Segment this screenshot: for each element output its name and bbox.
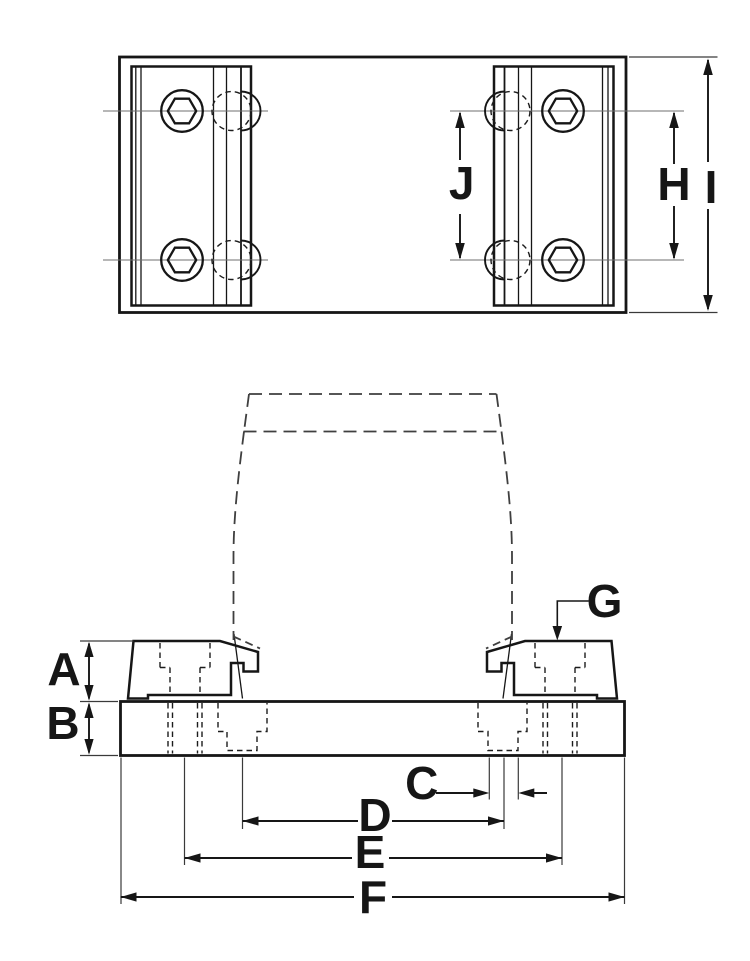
- arrow-left-icon: [518, 788, 535, 798]
- dim-a: A: [47, 640, 134, 757]
- arrow-up-icon: [669, 111, 679, 128]
- left-clamp-jaw: [126, 633, 260, 700]
- dim-f: F: [120, 757, 626, 923]
- visible-hole-arc: [240, 90, 262, 132]
- dim-label-a: A: [47, 643, 80, 695]
- dim-e: E: [183, 757, 563, 878]
- arrow-right-icon: [546, 853, 562, 863]
- extension-lines: [629, 56, 718, 314]
- workpiece-phantom-outline: [232, 393, 513, 650]
- hidden-counterbore-holes: [211, 90, 531, 281]
- visible-hole-arc: [240, 239, 262, 281]
- rail-groove-lines: [135, 66, 228, 306]
- extension-lines: [120, 757, 626, 904]
- leader-g: G: [552, 575, 623, 641]
- dim-label-i: I: [705, 161, 718, 213]
- rail-groove-lines: [517, 66, 609, 306]
- workpiece-chamfer-edges: [233, 635, 513, 650]
- arrow-down-icon: [455, 243, 465, 260]
- arrow-right-icon: [608, 892, 625, 902]
- workpiece-left-edge: [232, 431, 245, 640]
- dim-label-d: D: [358, 789, 391, 841]
- dim-label-f: F: [359, 871, 387, 923]
- counterbore-pocket-hidden: [217, 703, 268, 752]
- top-view: J H I: [103, 55, 718, 314]
- arrow-down-icon: [84, 739, 94, 755]
- left-mounting-rail: [130, 65, 253, 307]
- dim-c: C: [405, 757, 547, 809]
- dim-label-j: J: [449, 157, 475, 209]
- extension-lines: [183, 757, 563, 865]
- base-plate-hidden-holes: [167, 703, 578, 754]
- extension-lines: [488, 757, 519, 800]
- front-view: A B G C D: [46, 393, 626, 923]
- dim-b: B: [46, 697, 94, 755]
- arrow-down-icon: [84, 685, 94, 701]
- jaw-lip-edge: [502, 633, 513, 699]
- arrow-up-icon: [455, 111, 465, 128]
- arrow-left-icon: [184, 853, 201, 863]
- visible-hole-arc: [484, 90, 505, 132]
- arrow-right-icon: [473, 788, 490, 798]
- jaw-lip-edge: [233, 633, 244, 699]
- dim-label-b: B: [46, 697, 79, 749]
- arrow-left-icon: [242, 816, 259, 826]
- dim-d: D: [241, 757, 505, 841]
- dim-label-e: E: [355, 826, 386, 878]
- workpiece-right-edge: [500, 431, 513, 640]
- base-plate-outline: [119, 700, 626, 757]
- arrow-down-icon: [669, 243, 679, 260]
- visible-hole-arc: [484, 239, 505, 281]
- arrow-up-icon: [703, 58, 713, 75]
- extension-lines: [80, 640, 134, 757]
- arrow-up-icon: [84, 702, 94, 718]
- arrow-up-icon: [84, 641, 94, 657]
- jaw-screw-hidden-lines: [534, 643, 586, 696]
- dim-label-c: C: [405, 757, 438, 809]
- hole-centerlines: [103, 110, 684, 261]
- dim-i: I: [629, 56, 718, 314]
- workpiece-cap-edges: [243, 393, 503, 432]
- counterbore-pocket-hidden: [477, 703, 528, 752]
- right-clamp-jaw: [485, 633, 619, 700]
- dim-h: H: [657, 111, 691, 260]
- right-mounting-rail: [492, 65, 615, 307]
- dim-label-h: H: [657, 158, 690, 210]
- arrow-left-icon: [120, 892, 137, 902]
- arrow-down-icon: [552, 626, 563, 641]
- dim-j: J: [449, 111, 475, 260]
- jaw-screw-hidden-lines: [159, 643, 211, 696]
- dim-label-g: G: [587, 575, 623, 627]
- extension-lines: [241, 757, 505, 829]
- arrow-down-icon: [703, 295, 713, 311]
- arrow-right-icon: [488, 816, 504, 826]
